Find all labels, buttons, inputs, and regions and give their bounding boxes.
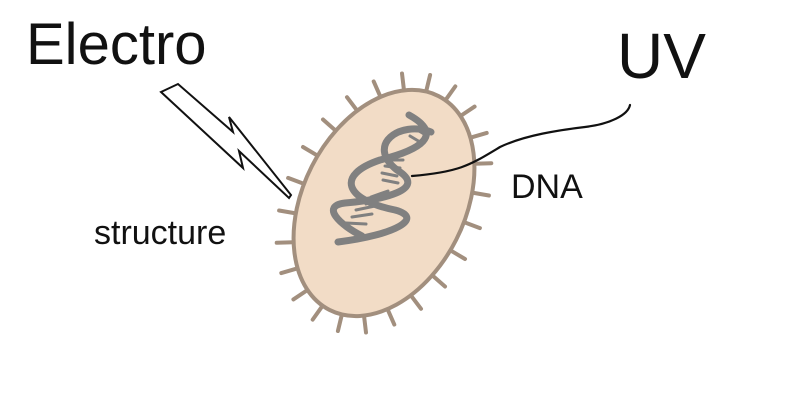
structure-label: structure — [94, 216, 226, 250]
cell-body — [257, 59, 510, 346]
cell-spike — [281, 268, 297, 273]
lightning-bolt-icon — [161, 84, 291, 198]
bacterium-icon — [257, 59, 510, 346]
cell-spike — [364, 316, 366, 333]
cell-spike — [288, 178, 304, 184]
helix-rung — [346, 223, 366, 224]
cell-spike — [303, 147, 318, 156]
cell-spike — [411, 295, 421, 309]
cell-spike — [470, 133, 486, 138]
cell-spike — [293, 290, 307, 299]
cell-spike — [450, 250, 465, 259]
cell-spike — [426, 75, 430, 92]
cell-spike — [445, 86, 455, 100]
cell-spike — [323, 120, 336, 131]
uv-label: UV — [617, 24, 706, 88]
cell-spike — [402, 74, 404, 91]
cell-spike — [313, 306, 323, 320]
cell-spike — [374, 81, 381, 97]
cell-spike — [432, 275, 445, 286]
dna-label: DNA — [511, 170, 583, 204]
cell-spike — [464, 222, 480, 228]
cell-spike — [347, 97, 357, 111]
cell-spike — [338, 314, 342, 331]
cell-spike — [279, 211, 296, 214]
cell-spike — [277, 242, 294, 243]
cell-spike — [472, 193, 489, 196]
cell-spike — [461, 107, 475, 116]
cell-spike — [474, 163, 491, 164]
cell-spike — [388, 309, 395, 325]
electro-label: Electro — [26, 16, 207, 74]
